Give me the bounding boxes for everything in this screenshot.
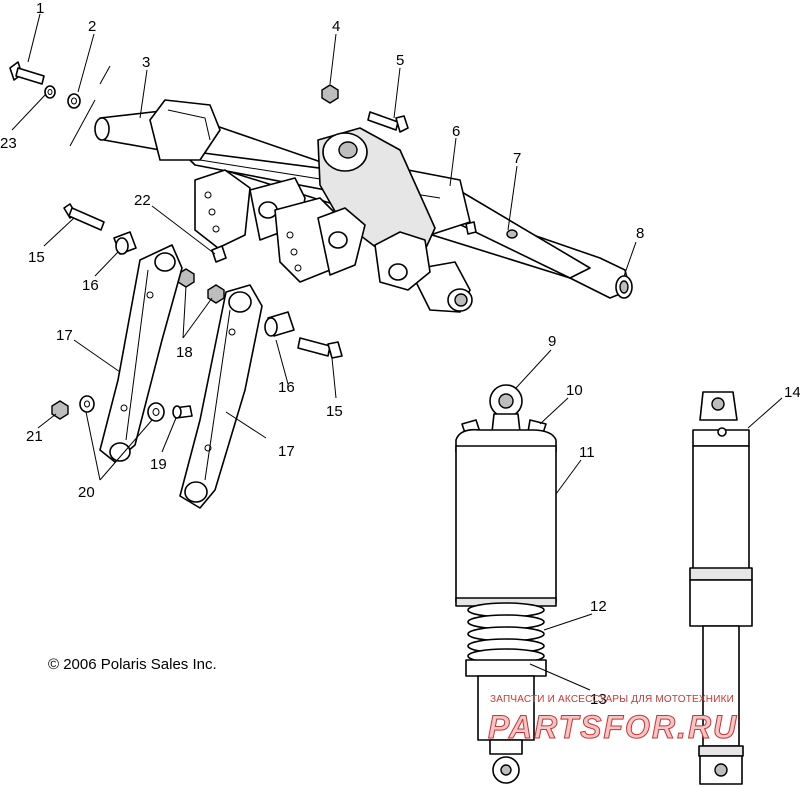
bolt-15-upper [63,203,105,231]
callout-22: 22 [134,192,151,209]
callout-20: 20 [78,484,95,501]
bolt-15-lower [297,337,343,359]
callout-9: 9 [548,333,556,350]
shock-absorber-assembly [455,384,557,784]
callout-11: 11 [579,444,595,461]
nut-4 [321,84,339,104]
bolt-1 [9,61,45,85]
spring-12 [467,602,545,664]
callout-17-left: 17 [56,327,73,344]
callout-10: 10 [566,382,583,399]
bolt-5 [367,111,409,133]
callout-18: 18 [176,344,193,361]
watermark-logo-text: PARTSFOR.RU [488,709,738,745]
washer-20a [79,395,95,413]
front-torque-arm-assembly [94,99,633,313]
callouts: 1 2 3 4 5 6 7 8 9 10 11 12 13 14 15 15 1… [0,0,800,708]
washer-20b [147,402,165,422]
callout-17-right: 17 [278,443,295,460]
callout-15-upper: 15 [28,249,45,266]
callout-16-left: 16 [82,277,99,294]
callout-16-right: 16 [278,379,295,396]
callout-5: 5 [396,52,404,69]
leader-lines [11,13,783,691]
callout-13: 13 [590,691,607,708]
callout-4: 4 [332,18,340,35]
nut-21 [51,400,69,420]
callout-21: 21 [26,428,43,445]
bolt-19 [172,405,193,419]
callout-6: 6 [452,123,460,140]
callout-8: 8 [636,225,644,242]
washer-2 [67,93,81,109]
shock-absorber-14 [689,391,753,785]
callout-23: 23 [0,135,17,152]
watermark-caption: ЗАПЧАСТИ И АКСЕССУАРЫ ДЛЯ МОТОТЕХНИКИ [490,694,735,705]
bushing-16-left [113,231,137,255]
callout-3: 3 [142,54,150,71]
callout-19: 19 [150,456,167,473]
bushing-16-right [264,311,295,337]
callout-14: 14 [784,384,800,401]
copyright-notice: © 2006 Polaris Sales Inc. [48,656,217,673]
washer-23 [44,85,56,99]
watermark-logo: PARTSFOR.RU [488,709,738,746]
callout-2: 2 [88,18,96,35]
arm-17-right [179,284,263,509]
arm-17-left [99,244,183,463]
centerline-mark [99,65,111,85]
callout-12: 12 [590,598,607,615]
centerline-mark [69,99,96,147]
callout-15-lower: 15 [326,403,343,420]
callout-7: 7 [513,150,521,167]
callout-1: 1 [36,0,44,17]
